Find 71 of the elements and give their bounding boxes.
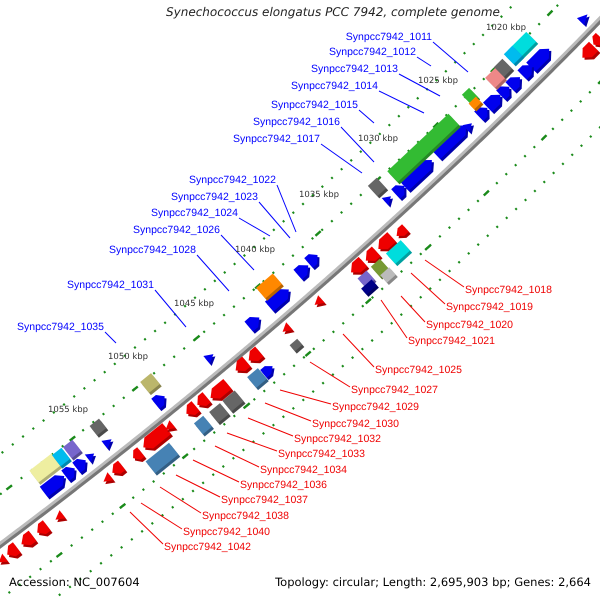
leader-line: [400, 296, 426, 322]
diagram-title: Synechococcus elongatus PCC 7942, complete genome: [166, 5, 500, 20]
gene-label: Synpcc7942_1015: [271, 99, 358, 112]
gene-label: Synpcc7942_1037: [221, 494, 308, 507]
gene-label: Synpcc7942_1014: [291, 80, 378, 93]
leader-line: [140, 502, 182, 530]
gene-label: Synpcc7942_1025: [375, 364, 462, 377]
scale-label: 1030 kbp: [358, 134, 398, 145]
gene-label: Synpcc7942_1031: [67, 279, 154, 292]
scale-label: 1040 kbp: [235, 245, 276, 256]
gene-label: Synpcc7942_1021: [408, 335, 495, 348]
gene-label: Synpcc7942_1029: [332, 401, 419, 414]
gene-label: Synpcc7942_1034: [260, 464, 347, 477]
leader-line: [192, 460, 240, 482]
leader-line: [342, 334, 374, 368]
gene-label: Synpcc7942_1012: [329, 46, 416, 59]
leader-line: [380, 300, 408, 338]
leader-line: [264, 402, 312, 422]
gene-label: Synpcc7942_1040: [183, 526, 270, 539]
gene-label: Synpcc7942_1038: [202, 510, 289, 523]
leader-line: [176, 474, 220, 498]
leader-line: [340, 126, 374, 162]
gene-label: Synpcc7942_1032: [294, 433, 381, 446]
leader-line: [248, 418, 294, 436]
scale-label: 1055 kbp: [48, 405, 88, 416]
scale-label: 1020 kbp: [486, 23, 526, 34]
gene-label: Synpcc7942_1018: [465, 284, 552, 297]
gene-label: Synpcc7942_1033: [278, 448, 365, 461]
leader-line: [398, 74, 440, 96]
leader-line: [160, 486, 202, 514]
genome-summary-text: Topology: circular; Length: 2,695,903 bp; Genes: 2,664: [275, 575, 591, 589]
leader-line: [220, 234, 254, 270]
leader-line: [130, 512, 164, 544]
gene-label: Synpcc7942_1013: [311, 63, 398, 76]
leader-line: [154, 290, 186, 328]
scale-label: 1050 kbp: [108, 352, 148, 363]
leader-line: [416, 56, 432, 66]
gene-label: Synpcc7942_1042: [164, 541, 251, 554]
scale-label: 1025 kbp: [418, 76, 458, 87]
gene-label: Synpcc7942_1035: [17, 321, 104, 334]
scale-label: 1045 kbp: [174, 299, 214, 310]
leader-line: [196, 254, 230, 292]
gene-label: Synpcc7942_1017: [233, 133, 320, 146]
leader-line: [358, 110, 374, 124]
gene-label: Synpcc7942_1011: [346, 31, 432, 44]
gene-label: Synpcc7942_1016: [253, 116, 340, 129]
leader-line: [214, 446, 260, 468]
leader-line: [226, 432, 278, 452]
gene-label: Synpcc7942_1028: [109, 244, 196, 257]
leader-line: [410, 272, 446, 304]
gene-label: Synpcc7942_1030: [312, 418, 399, 431]
gene-label: Synpcc7942_1019: [446, 301, 533, 314]
gene-label: Synpcc7942_1020: [426, 319, 513, 332]
leader-line: [104, 332, 116, 344]
gene-label: Synpcc7942_1024: [151, 207, 238, 220]
leader-line: [280, 390, 332, 404]
gene-label: Synpcc7942_1026: [133, 224, 220, 237]
leader-line: [378, 90, 424, 114]
leader-line: [238, 218, 270, 236]
leader-line: [258, 202, 290, 238]
gene-label: Synpcc7942_1023: [171, 191, 258, 204]
scale-label: 1035 kbp: [299, 190, 340, 201]
gene-label: Synpcc7942_1036: [240, 479, 327, 492]
leader-line: [432, 42, 468, 72]
accession-text: Accession: NC_007604: [9, 575, 140, 589]
leader-line: [320, 144, 362, 174]
leader-line: [424, 260, 464, 288]
leader-line: [276, 184, 296, 232]
gene-label: Synpcc7942_1022: [189, 174, 276, 187]
gene-label: Synpcc7942_1027: [351, 384, 438, 397]
leader-line: [310, 362, 350, 388]
